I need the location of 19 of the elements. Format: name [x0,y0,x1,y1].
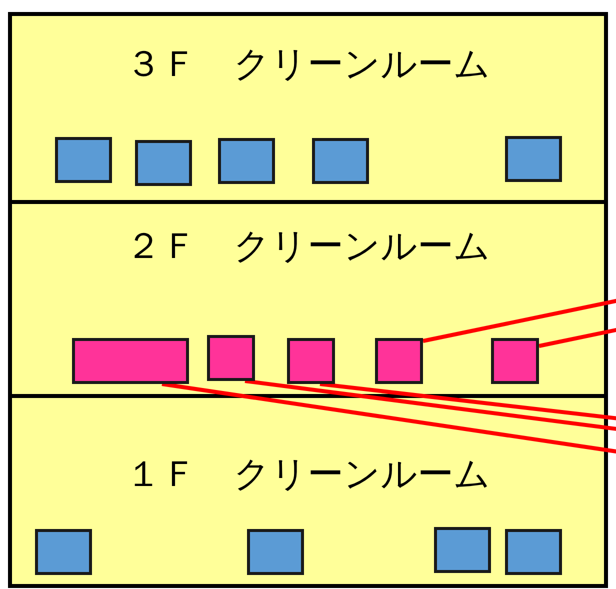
equipment-box [312,138,369,184]
equipment-box [35,529,92,575]
equipment-box [434,527,491,573]
equipment-box [135,140,192,186]
leader-line [320,382,616,423]
equipment-box [247,529,304,575]
equipment-box [505,136,562,182]
equipment-box [491,338,539,384]
equipment-box [505,529,562,575]
equipment-box [218,138,275,184]
equipment-box [207,335,255,381]
equipment-box [375,338,423,384]
floor-label: １Ｆ クリーンルーム [126,454,490,495]
equipment-box [287,338,335,384]
floor-label: ３Ｆ クリーンルーム [126,44,490,85]
equipment-box [72,338,189,384]
floor-label: ２Ｆ クリーンルーム [126,226,490,267]
leader-line [244,379,616,434]
equipment-box [55,137,112,183]
